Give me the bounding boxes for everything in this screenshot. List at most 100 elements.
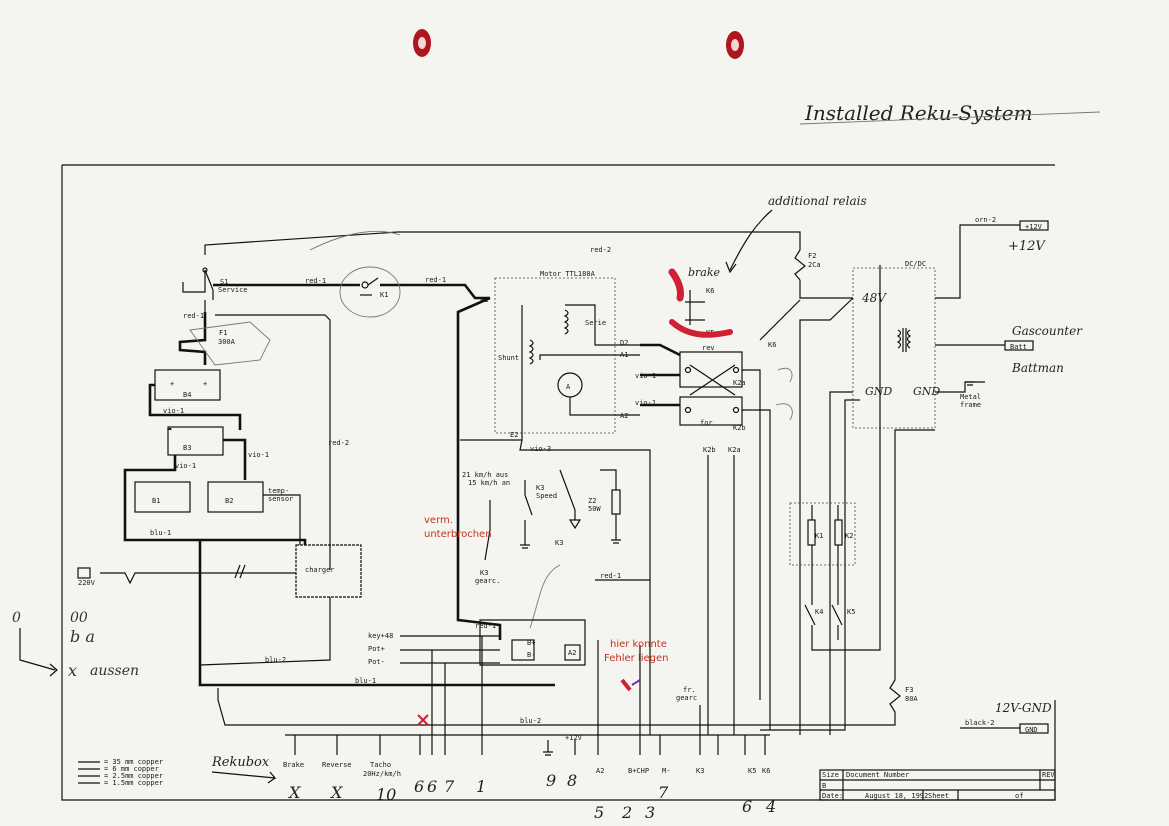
svg-text:B-: B- — [527, 651, 535, 659]
charger-box: charger — [295, 544, 362, 598]
relay-k6-label: K6 — [706, 287, 714, 295]
svg-text:A2: A2 — [568, 649, 576, 657]
mains-220v-label: 220V — [78, 579, 96, 587]
conn-m-minus: M- — [662, 767, 670, 775]
wire-label-vio1-b: vio-1 — [248, 451, 269, 459]
conn-12v: +12V — [565, 734, 583, 742]
relay-k3-gearc-2: gearc. — [475, 577, 500, 585]
hand-plus12v: +12V — [1008, 239, 1046, 254]
svg-text:charger: charger — [305, 566, 335, 574]
svg-text:10: 10 — [376, 785, 396, 804]
conn-fr-gearc: fr. — [683, 686, 696, 694]
relay-k1-label: K1 — [380, 291, 388, 299]
dcdc-converter: DC/DC 48V GND GND — [852, 260, 940, 429]
conn-tacho-2: 20Hz/km/h — [363, 770, 401, 778]
out-gnd: GND — [1025, 726, 1038, 734]
wire-label-vio1-d: vio-1 — [635, 372, 656, 380]
svg-text:of: of — [1015, 792, 1023, 800]
switch-k4-label: K4 — [815, 608, 823, 616]
wire-pot-plus: Pot+ — [368, 645, 385, 653]
conn-tacho: Tacho — [370, 761, 391, 769]
svg-text:5: 5 — [594, 803, 604, 822]
svg-text:B3: B3 — [183, 444, 191, 452]
relay-k3-speed: K3 — [536, 484, 544, 492]
wire-label-blu2-a: blu-2 — [265, 656, 286, 664]
svg-text:9: 9 — [546, 771, 556, 790]
svg-text:6: 6 — [414, 777, 424, 796]
out-plus12v: +12V — [1025, 223, 1043, 231]
svg-text:X: X — [287, 783, 301, 802]
svg-text:K2: K2 — [845, 532, 853, 540]
svg-text:for: for — [700, 419, 713, 427]
svg-text:00: 00 — [70, 610, 88, 626]
fuse-f2-label: F2 — [808, 252, 816, 260]
legend-ba: b a — [70, 627, 95, 646]
conn-a2: A2 — [596, 767, 604, 775]
svg-text:= 35 mm copper: = 35 mm copper — [104, 758, 163, 766]
svg-text:48V: 48V — [861, 291, 887, 305]
rekubox-note: Rekubox — [211, 755, 270, 770]
note-verm: verm. — [424, 515, 453, 526]
wire-label-blu1-a: blu-1 — [150, 529, 171, 537]
conn-bchp: B+CHP — [628, 767, 649, 775]
conn-k3: K3 — [696, 767, 704, 775]
conn-k6: K6 — [762, 767, 770, 775]
terminal-a2: A2 — [620, 412, 628, 420]
note-hier-konnte: hier konnte — [610, 639, 667, 650]
additional-relais-note: additional relais — [768, 194, 867, 208]
wire-label-k2b-lbl: K2b — [703, 446, 716, 454]
svg-text:Date:: Date: — [822, 792, 843, 800]
note-aussen: aussen — [90, 663, 139, 679]
speed-note-1: 21 km/h aus — [462, 471, 508, 479]
wire-gauge-legend: = 35 mm copper = 6 mm copper = 2.5mm cop… — [78, 758, 163, 787]
svg-text:K2b: K2b — [733, 424, 746, 432]
conn-brake: Brake — [283, 761, 304, 769]
metal-frame-label-2: frame — [960, 401, 981, 409]
temp-sensor-label-2: sensor — [268, 495, 293, 503]
svg-text:B4: B4 — [183, 391, 191, 399]
out-batt: Batt — [1010, 343, 1027, 351]
svg-text:GND: GND — [913, 385, 940, 398]
page-title: Installed Reku-System — [804, 101, 1033, 125]
wire-label-vio1-c: vio-1 — [175, 462, 196, 470]
svg-text:K2a: K2a — [733, 379, 746, 387]
wire-label-red2-left: red-2 — [328, 439, 349, 447]
note-unterbrochen: unterbrochen — [424, 529, 492, 540]
svg-text:B1: B1 — [152, 497, 160, 505]
title-block: Size B Document Number REV Date: August … — [819, 769, 1056, 801]
wire-pot-minus: Pot- — [368, 658, 385, 666]
svg-text:+: + — [203, 380, 207, 388]
fuse-f2-value: 2Ca — [808, 261, 821, 269]
switch-s1-service: Service — [218, 286, 248, 294]
wire-label-vio1-e: vio-1 — [635, 399, 656, 407]
terminal-e2: E2 — [510, 431, 518, 439]
svg-text:B+: B+ — [527, 639, 535, 647]
wire-label-orn2: orn-2 — [975, 216, 996, 224]
relay-k3-speed-2: Speed — [536, 492, 557, 500]
note-fehler-liegen: Fehler liegen — [604, 653, 668, 664]
svg-text:August 18, 1992: August 18, 1992 — [865, 792, 928, 800]
battery-b2: B2 — [207, 481, 264, 513]
svg-text:Sheet: Sheet — [928, 792, 949, 800]
hand-gascounter: Gascounter — [1012, 324, 1083, 338]
fuse-f1-value: 300A — [218, 338, 236, 346]
svg-text:4: 4 — [765, 797, 776, 816]
svg-text:X: X — [329, 783, 343, 802]
svg-text:Motor TTL180A: Motor TTL180A — [540, 270, 596, 278]
conn-reverse: Reverse — [322, 761, 352, 769]
svg-text:7: 7 — [444, 777, 455, 796]
wire-key48: key+48 — [368, 632, 393, 640]
connector-marks: X X 10 6 6 7 1 9 8 5 2 3 7 6 4 — [287, 771, 776, 822]
wire-label-blu2-b: blu-2 — [520, 717, 541, 725]
svg-text:B: B — [822, 782, 826, 790]
hand-battman: Battman — [1011, 361, 1064, 375]
metal-frame-label: Metal — [960, 393, 981, 401]
wire-label-vio3: vio-3 — [530, 445, 551, 453]
svg-text:8: 8 — [567, 771, 577, 790]
svg-text:GND: GND — [865, 385, 892, 398]
battery-b1: B1 — [134, 481, 191, 513]
switch-s1-label: S1 — [220, 278, 228, 286]
resistor-z2-w: 50W — [588, 505, 601, 513]
margin-notes: 0 00 b a aussen x — [12, 610, 139, 680]
terminal-d2: D2 — [620, 339, 628, 347]
